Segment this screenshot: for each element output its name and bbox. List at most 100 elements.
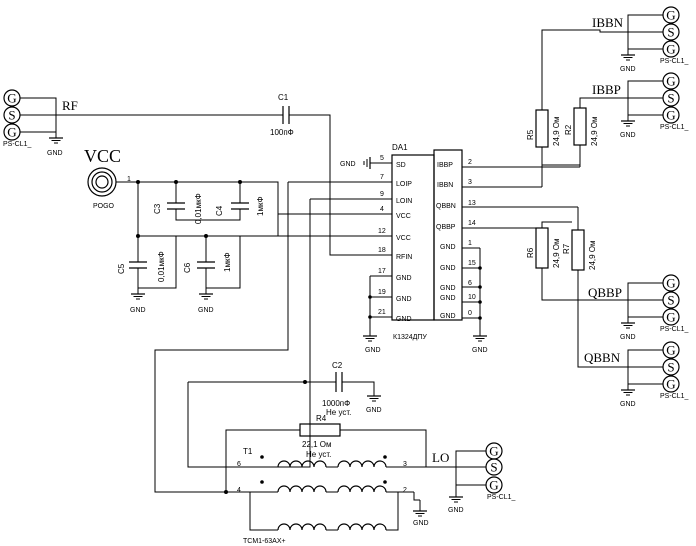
svg-text:17: 17 xyxy=(378,268,386,275)
svg-text:G: G xyxy=(666,343,675,358)
t1-secondary xyxy=(249,492,399,531)
svg-text:VCC: VCC xyxy=(396,213,411,220)
svg-text:G: G xyxy=(489,478,498,493)
svg-text:GND: GND xyxy=(396,316,412,323)
qbbp-net-label: QBBP xyxy=(588,285,622,300)
svg-text:G: G xyxy=(666,74,675,89)
c2-value: 1000пФ xyxy=(322,399,350,408)
svg-text:12: 12 xyxy=(378,228,386,235)
ic-ref: DA1 xyxy=(392,143,408,152)
svg-text:GND: GND xyxy=(620,334,636,341)
c2-note: Не уст. xyxy=(326,408,351,417)
c5-value: 0,01мкФ xyxy=(157,251,166,282)
svg-text:15: 15 xyxy=(468,260,476,267)
svg-text:G: G xyxy=(666,42,675,57)
t1-pin-4: 4 xyxy=(237,487,241,494)
svg-text:9: 9 xyxy=(380,191,384,198)
svg-text:PS-CL1_: PS-CL1_ xyxy=(660,58,689,65)
svg-text:GND: GND xyxy=(440,313,456,320)
r4-note: Не уст. xyxy=(306,450,331,459)
ic-part: К1324ДПУ xyxy=(393,334,427,341)
c2-gnd-label: GND xyxy=(366,407,382,414)
rf-g-bottom: G xyxy=(7,125,16,140)
r5-value: 24,9 Ом xyxy=(552,116,561,146)
r5-body xyxy=(535,109,549,148)
svg-text:GND: GND xyxy=(620,132,636,139)
r6-ref: R6 xyxy=(526,247,535,258)
pogo-label: POGO xyxy=(93,203,115,210)
svg-text:G: G xyxy=(666,377,675,392)
svg-text:5: 5 xyxy=(380,155,384,162)
ibbp-net-label: IBBP xyxy=(592,82,621,97)
svg-text:IBBN: IBBN xyxy=(437,182,453,189)
svg-text:S: S xyxy=(667,293,674,308)
rf-s: S xyxy=(8,108,15,123)
t1-gnd-label: GND xyxy=(413,520,429,527)
t1-pin-2: 2 xyxy=(403,487,407,494)
svg-text:2: 2 xyxy=(468,159,472,166)
svg-text:14: 14 xyxy=(468,220,476,227)
sd-gnd-label: GND xyxy=(340,161,356,168)
r5-ref: R5 xyxy=(526,129,535,140)
svg-text:RFIN: RFIN xyxy=(396,254,412,261)
svg-text:6: 6 xyxy=(468,280,472,287)
svg-text:S: S xyxy=(667,91,674,106)
svg-text:1: 1 xyxy=(468,240,472,247)
vcc-net-label: VCC xyxy=(84,146,121,166)
svg-text:GND: GND xyxy=(440,295,456,302)
svg-text:S: S xyxy=(667,360,674,375)
r4-value: 22,1 Ом xyxy=(302,440,332,449)
svg-text:13: 13 xyxy=(468,200,476,207)
c5-gnd-label: GND xyxy=(130,307,146,314)
svg-text:G: G xyxy=(666,108,675,123)
svg-text:G: G xyxy=(666,276,675,291)
svg-text:GND: GND xyxy=(440,244,456,251)
ibbn-connector: G S G PS-CL1_ GND xyxy=(620,6,689,73)
rf-connector-part: PS-CL1_ xyxy=(3,141,32,148)
t1-bottom-winding xyxy=(250,480,414,493)
svg-text:21: 21 xyxy=(378,309,386,316)
svg-text:7: 7 xyxy=(380,174,384,181)
rf-connector: G S G PS-CL1_ GND xyxy=(3,89,64,157)
c3-ref: C3 xyxy=(153,203,162,214)
svg-text:PS-CL1_: PS-CL1_ xyxy=(660,393,689,400)
svg-text:VCC: VCC xyxy=(396,235,411,242)
r2-ref: R2 xyxy=(564,124,573,135)
svg-text:PS-CL1_: PS-CL1_ xyxy=(660,124,689,131)
c1-value: 100пФ xyxy=(270,128,294,137)
svg-text:10: 10 xyxy=(468,294,476,301)
svg-text:QBBP: QBBP xyxy=(436,224,456,231)
svg-text:S: S xyxy=(667,25,674,40)
svg-text:GND: GND xyxy=(620,66,636,73)
svg-text:PS-CL1_: PS-CL1_ xyxy=(487,494,516,501)
qbbp-connector: G S G PS-CL1_ GND xyxy=(620,274,689,341)
svg-text:18: 18 xyxy=(378,247,386,254)
r4-body xyxy=(299,423,341,437)
svg-text:SD: SD xyxy=(396,162,406,169)
t1-part: TCM1-63AX+ xyxy=(243,538,286,545)
svg-text:GND: GND xyxy=(396,275,412,282)
c5-ref: C5 xyxy=(117,263,126,274)
rf-gnd-label: GND xyxy=(47,150,63,157)
svg-text:GND: GND xyxy=(440,265,456,272)
rf-net-label: RF xyxy=(62,98,78,113)
c2-ref: C2 xyxy=(332,361,343,370)
svg-text:GND: GND xyxy=(440,285,456,292)
rf-g-top: G xyxy=(7,91,16,106)
r7-ref: R7 xyxy=(562,243,571,254)
svg-text:LOIN: LOIN xyxy=(396,198,412,205)
t1-ref: T1 xyxy=(243,447,253,456)
r6-value: 24,9 Ом xyxy=(552,238,561,268)
c4-ref: C4 xyxy=(215,205,224,216)
svg-text:PS-CL1_: PS-CL1_ xyxy=(660,326,689,333)
c6-gnd-label: GND xyxy=(198,307,214,314)
svg-text:G: G xyxy=(666,310,675,325)
pogo-pin: 1 xyxy=(127,176,131,183)
qbbn-connector: G S G PS-CL1_ GND xyxy=(620,341,689,408)
svg-text:G: G xyxy=(489,444,498,459)
svg-text:3: 3 xyxy=(468,179,472,186)
svg-text:19: 19 xyxy=(378,289,386,296)
ic-left-gnd-label: GND xyxy=(365,347,381,354)
c1-ref: C1 xyxy=(278,93,289,102)
